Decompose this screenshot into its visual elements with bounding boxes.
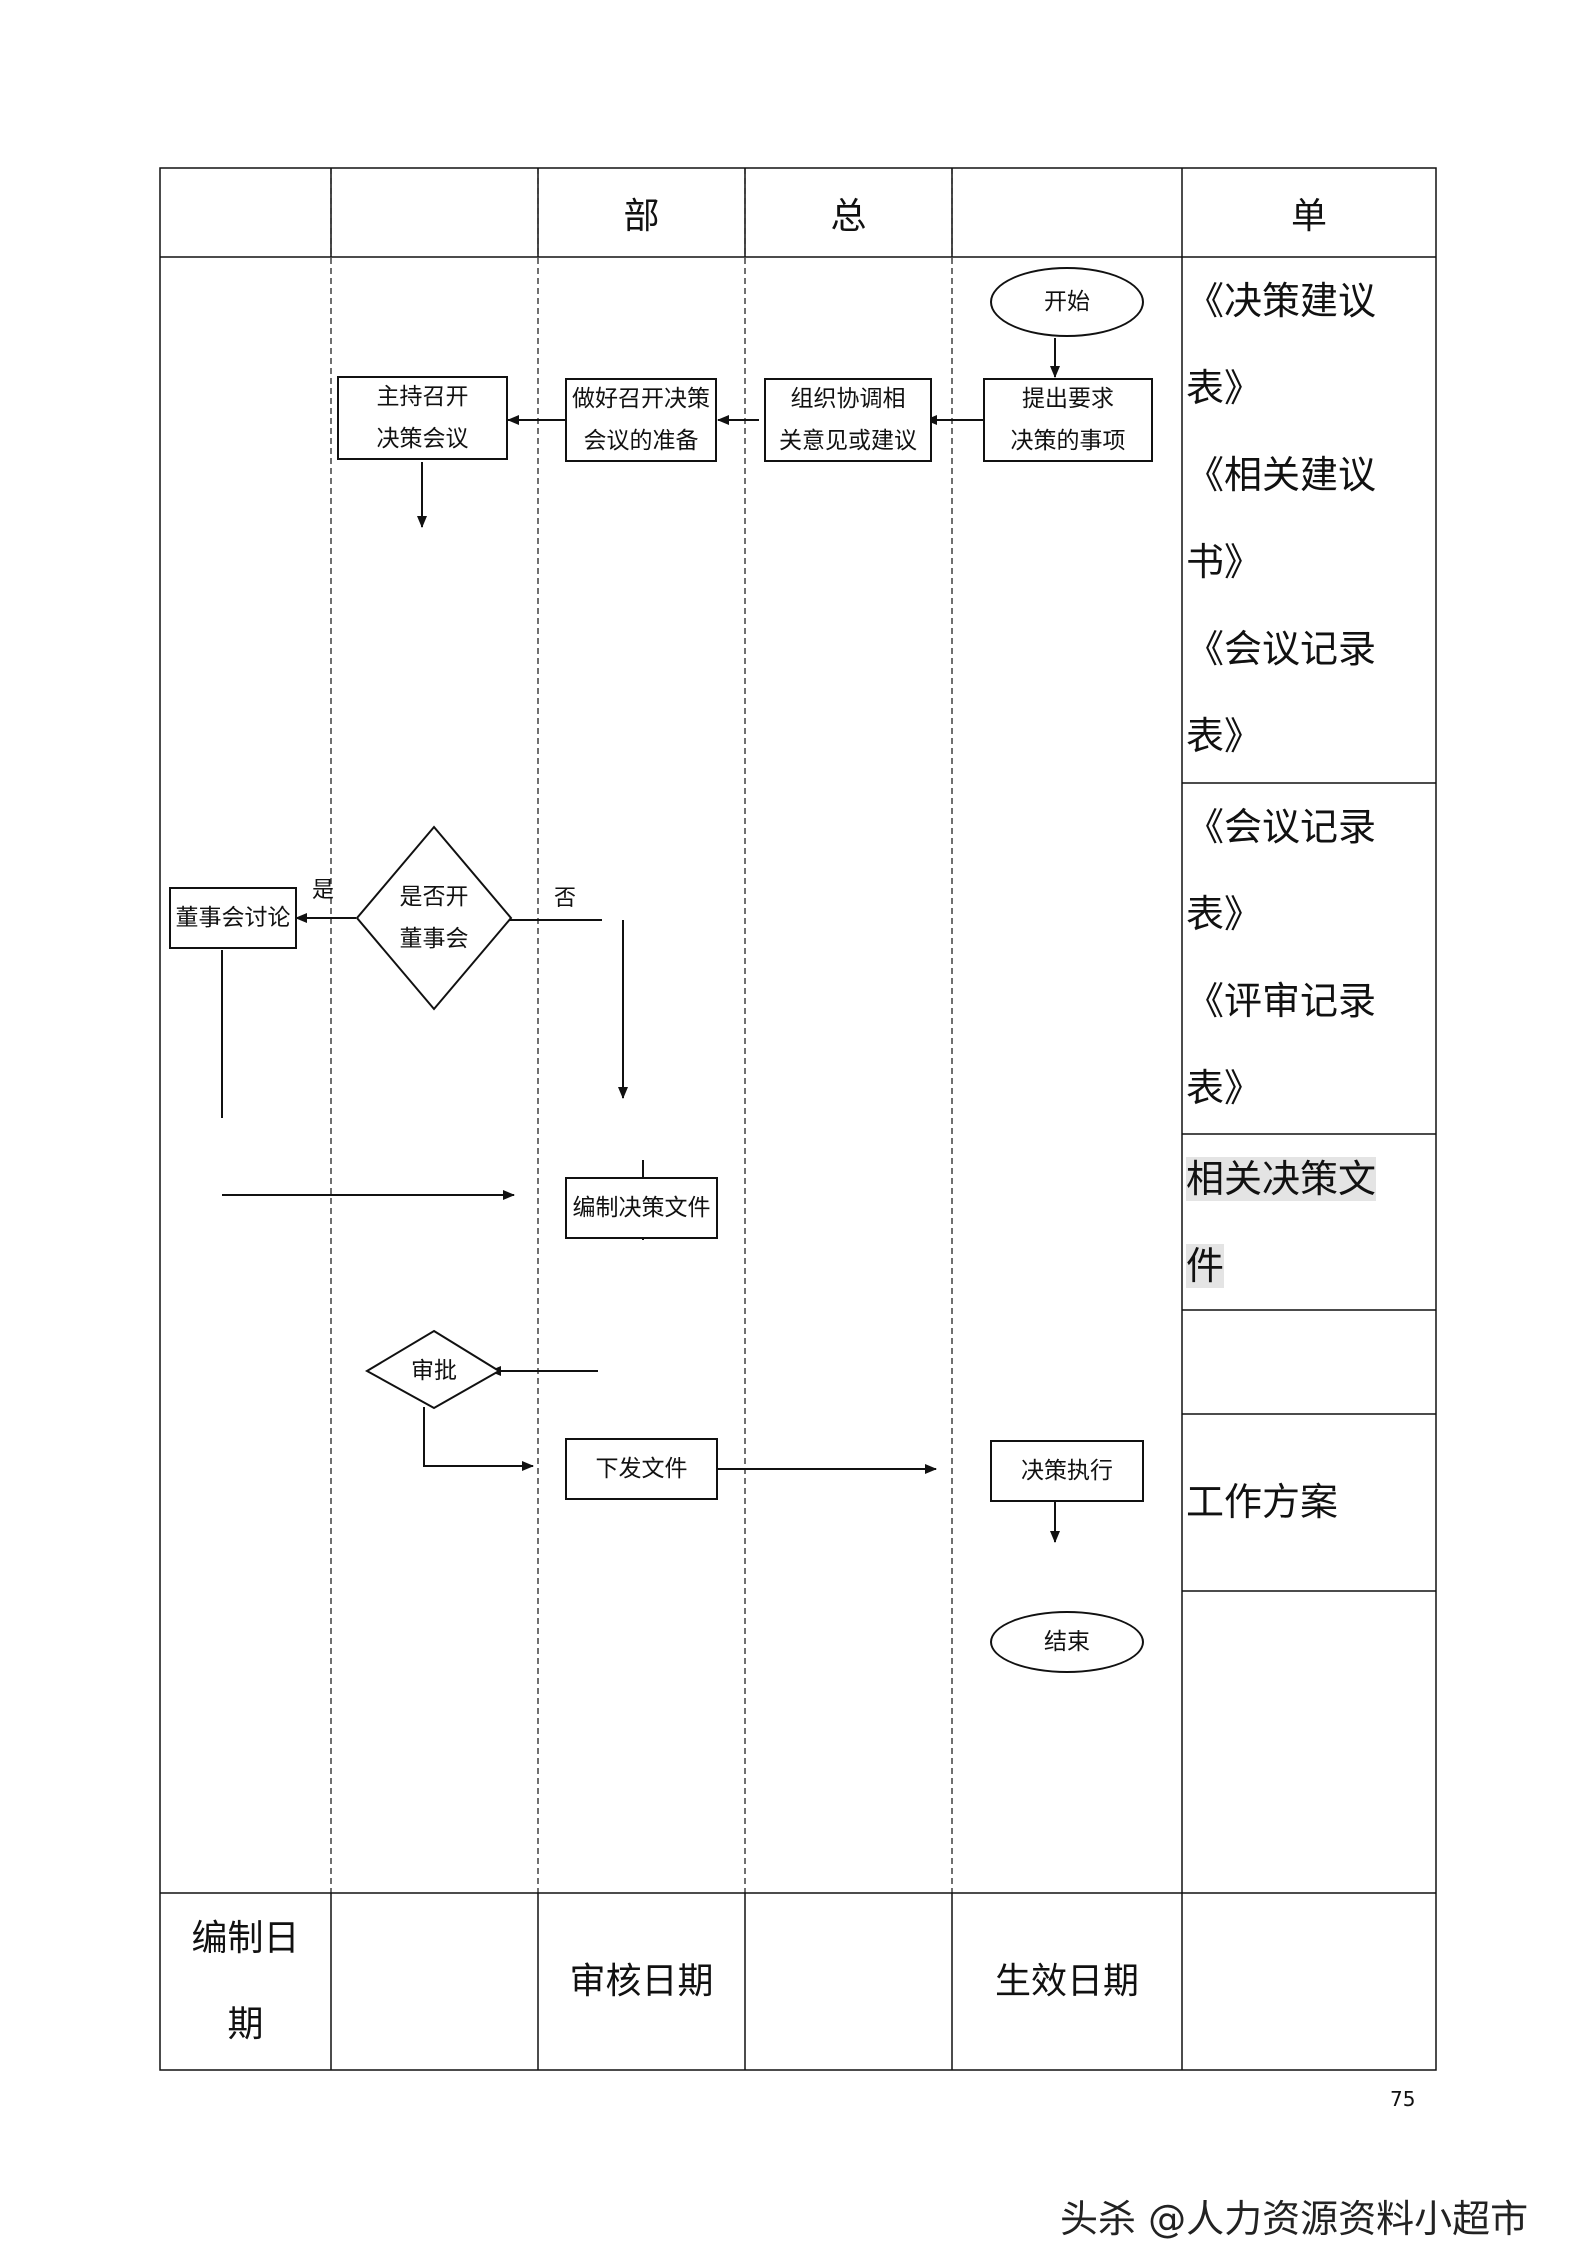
no-label: 否 <box>554 886 577 911</box>
prepare-node: 做好召开决策 会议的准备 <box>565 378 717 462</box>
page-number: 75 <box>1390 2087 1416 2111</box>
compile-node: 编制决策文件 <box>565 1177 718 1239</box>
compiled-date-label: 编制日 期 <box>191 1917 300 2045</box>
reviewed-date-label: 审核日期 <box>569 1960 714 2002</box>
issue-node: 下发文件 <box>565 1438 718 1500</box>
record-cell-3: 相关决策文 件 <box>1186 1157 1377 1288</box>
board-node: 董事会讨论 <box>169 887 297 949</box>
record-cell-5: 工作方案 <box>1186 1480 1339 1524</box>
end-node: 结束 <box>990 1611 1144 1673</box>
record-cell-1: 《决策建议 表》 《相关建议 书》 《会议记录 表》 <box>1186 279 1377 758</box>
record-cell-2: 《会议记录 表》 《评审记录 表》 <box>1186 805 1377 1110</box>
decision-diamond <box>355 825 513 1011</box>
propose-node: 提出要求 决策的事项 <box>983 378 1153 462</box>
execute-node: 决策执行 <box>990 1440 1144 1502</box>
coordinate-node: 组织协调相 关意见或建议 <box>764 378 932 462</box>
approve-diamond <box>364 1329 501 1410</box>
header-col4: 总 <box>830 195 867 237</box>
header-col6: 单 <box>1290 195 1327 237</box>
decision-label: 是否开 董事会 <box>399 884 469 952</box>
start-node: 开始 <box>990 267 1144 337</box>
effective-date-label: 生效日期 <box>994 1960 1139 2002</box>
watermark: 头杀 @人力资源资料小超市 <box>1060 2197 1529 2241</box>
approve-label: 审批 <box>411 1358 457 1384</box>
host-node: 主持召开 决策会议 <box>337 376 508 460</box>
yes-label: 是 <box>312 878 335 903</box>
header-col3: 部 <box>623 195 660 237</box>
